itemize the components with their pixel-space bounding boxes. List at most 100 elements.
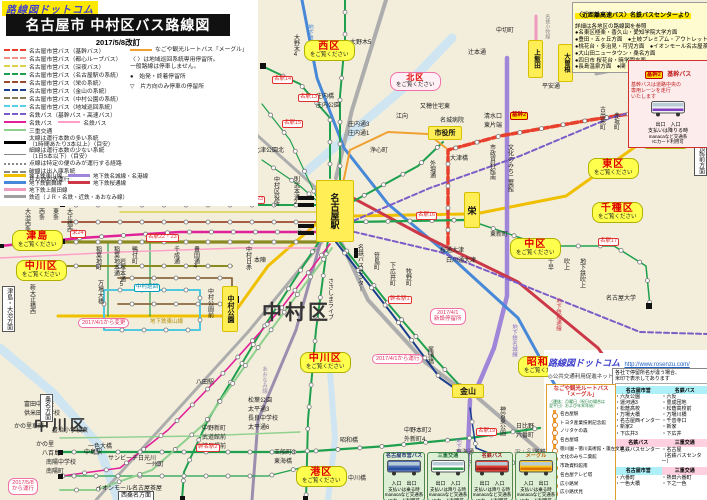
diff-stop-name: ・六反 bbox=[661, 394, 677, 400]
diff-stop-name: ・熱田六番町 bbox=[661, 474, 692, 481]
hub-station: 大曽根 bbox=[558, 44, 573, 82]
stop-label: 文化のみち二葉館 bbox=[506, 144, 513, 192]
highway-destination-item: ●四日市 桜花台・暁学園方面 bbox=[575, 57, 646, 64]
stop-label: 六番町 bbox=[516, 433, 535, 439]
route-number-chip: 名駅19 bbox=[476, 428, 498, 436]
stop-label: 大正橋西 bbox=[65, 208, 72, 232]
route-line-sample bbox=[4, 57, 26, 59]
stop-label: 名古屋大学 bbox=[606, 296, 637, 302]
diff-row: ・万場大橋・万場川橋 bbox=[615, 412, 707, 418]
meguru-stop-item: 名古屋城 bbox=[551, 436, 613, 445]
ward-area-name: 中村区 bbox=[262, 302, 331, 324]
route-number-chip: 幹名駅2 bbox=[196, 444, 220, 452]
meguru-note: 〈運休：月曜日（祝日の場合は 翌平日）および年末年始〉 bbox=[549, 398, 605, 409]
stop-label: 下広井町 bbox=[388, 262, 395, 286]
ward-reference-bubble: 港区をご覧ください bbox=[296, 466, 347, 487]
route-number-chip: 栄24 bbox=[70, 230, 86, 238]
diff-stop-name: ・六反公園 bbox=[615, 394, 641, 400]
bus-ic-label: manacaなど交通系 ICカード利用可 bbox=[428, 492, 468, 500]
diff-operator-header: 名古屋市営 bbox=[615, 386, 662, 394]
stop-label: 白川通大津 bbox=[446, 258, 477, 264]
route-line-sample bbox=[4, 105, 26, 107]
stop-label: 稲葉地町 bbox=[94, 246, 101, 270]
diff-operator-header: 名古屋市営 bbox=[615, 466, 662, 475]
highway-destination-item: ●大山田ニュータウン・桑名方面 bbox=[575, 50, 656, 57]
stop-label: 中川橋 bbox=[348, 476, 367, 482]
meguru-stop-item: ノリタケの森 bbox=[551, 427, 613, 436]
legend-operator-row: 名古屋市営バス（都心ループバス） bbox=[4, 54, 128, 63]
ward-reference-bubble: 東区をご覧ください bbox=[588, 158, 639, 179]
kikan-bus-box: 基幹2 基幹バス 基幹バスは道路中央の 専用レーンを走行 いたします 出口 入口… bbox=[628, 60, 707, 148]
stop-label: 名城病院 bbox=[440, 118, 465, 124]
stop-label: 古出来町 bbox=[598, 106, 605, 130]
stop-label: 牧野町 bbox=[404, 268, 411, 286]
diff-stop-name: ・下広井 bbox=[661, 430, 682, 437]
hub-station: 上飯田 bbox=[528, 40, 543, 78]
ward-bubble-name: 東区 bbox=[602, 159, 625, 170]
highway-destination-item: ●桃花台・多治見・可児方面 ●イオンモール名古屋茶屋 bbox=[575, 43, 707, 50]
legend-operator-row: 三重交通 bbox=[4, 126, 128, 135]
legend-subway-row: 地下鉄鶴舞線地下鉄桜通線 bbox=[4, 179, 154, 187]
route-number-chip: 名駅13 bbox=[298, 94, 320, 102]
legend-right-column: なごや観光ルートバス「メーグル」 〈 〉は地域巡回系統専用停留所。 一般路線は停… bbox=[130, 46, 258, 91]
bus-pay-label: 支払いは降りる時 bbox=[474, 486, 510, 492]
ward-bubble-name: 北区 bbox=[406, 73, 425, 82]
legend-operator-label: 名古屋市営バス（深夜バス） bbox=[29, 64, 105, 71]
diff-row: ・運河通3・豊成団地 bbox=[615, 400, 707, 406]
legend-loop-note: 〈 〉は地域巡回系統専用停留所。 一般路線は停車しません。 bbox=[130, 57, 219, 70]
bus-operator-name: 名鉄バス bbox=[481, 453, 503, 459]
bus-operator-name: 三重交通 bbox=[437, 453, 459, 459]
route-number-chip: 名駅17 bbox=[598, 238, 620, 246]
bus-operator-name: 名古屋市営バス bbox=[385, 453, 423, 459]
kikan-door-label: 出口 入口 bbox=[655, 122, 681, 128]
bus-door-label: 入口 出口 bbox=[523, 480, 549, 487]
legend-note-row: 破線は出入庫系統 bbox=[4, 168, 122, 176]
stop-label: 南陽中学校 bbox=[46, 460, 77, 466]
bus-operator-name: メーグル bbox=[525, 453, 547, 459]
legend-panel: 路線図ドットコム 名古屋市 中村区バス路線図 2017/5/8改訂 名古屋市営バ… bbox=[0, 0, 258, 206]
stop-label: 名鉄小牧線 bbox=[544, 14, 551, 39]
stop-label: 庄内公園 bbox=[316, 103, 341, 109]
service-date-bubble: 2017/4/1 新設停留所 bbox=[430, 308, 466, 325]
bus-icon bbox=[475, 459, 509, 476]
legend-note-row: 太線は運行本数の多い系統 （1時間あたり3本以上）〈目安〉 bbox=[4, 136, 122, 148]
bus-illustration bbox=[472, 459, 512, 481]
stop-label: 大野木5 bbox=[350, 40, 372, 46]
diff-stop-name: ・豊成団地 bbox=[661, 400, 687, 407]
diff-stop-name: ・名古屋西インター bbox=[615, 418, 661, 425]
stop-label: 港区役所 bbox=[458, 461, 483, 467]
route-line-sample bbox=[4, 113, 26, 115]
stop-label: 江向 bbox=[396, 114, 409, 120]
bus-ic-label: manacaなど交通系 ICカード利用可 bbox=[384, 492, 424, 500]
stop-label: 西条 bbox=[37, 208, 44, 220]
route-line-sample bbox=[4, 89, 26, 91]
subway-line-sample bbox=[4, 195, 26, 198]
site-logo: 路線図ドットコム bbox=[2, 1, 98, 16]
ward-reference-bubble: 北区をご覧ください bbox=[390, 72, 441, 91]
stop-label: 武道館前 bbox=[202, 435, 227, 441]
highway-box-title: 〈近距離高速バス〉名鉄バスセンターより bbox=[575, 13, 691, 19]
stop-label: 外新町4 bbox=[404, 437, 426, 443]
stop-label: 太平通6 bbox=[248, 425, 270, 431]
stop-label: 地下鉄東山線 bbox=[150, 319, 184, 325]
stop-label: サンビーチ日光川 bbox=[108, 456, 157, 462]
subway-line-sample bbox=[4, 174, 26, 177]
legend-note-label: 破線は出入庫系統 bbox=[29, 169, 76, 176]
stop-label: 則武本通2 bbox=[292, 176, 299, 206]
stop-label: 本陣 bbox=[254, 258, 267, 264]
route-line-sample bbox=[58, 121, 81, 123]
ward-bubble-name: 中川区 bbox=[24, 261, 58, 272]
ward-reference-bubble: 中川区をご覧ください bbox=[300, 352, 351, 373]
bus-illustration bbox=[516, 459, 556, 481]
legend-note-label: 細線は運行本数の少ない系統 （1日5本以下）〈目安〉 bbox=[29, 148, 105, 161]
diff-stop-name: ・下広井3 bbox=[615, 430, 638, 437]
legend-subway-rows: 地下鉄東山線地下鉄名城線・名港線地下鉄鶴舞線地下鉄桜通線地下鉄上飯田線鉄道（ＪＲ… bbox=[4, 172, 154, 201]
legend-operator-row: 名古屋市営バス（地域巡回系統） bbox=[4, 102, 128, 111]
stop-label: 平安通 bbox=[542, 84, 561, 90]
route-line-sample bbox=[4, 49, 26, 51]
route-line-sample bbox=[4, 73, 26, 75]
